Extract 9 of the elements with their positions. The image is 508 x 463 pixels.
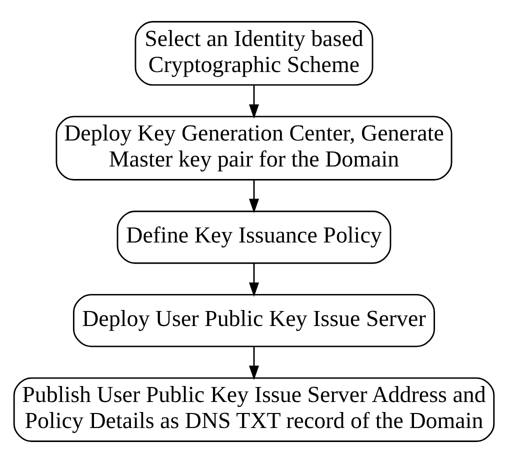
node-box: Deploy Key Generation Center, Generate Master key pair for the Domain: [56, 116, 452, 180]
arrow: [248, 180, 260, 214]
arrow: [248, 263, 260, 297]
arrow: [248, 346, 260, 380]
node-box: Define Key Issuance Policy: [116, 210, 392, 264]
node-box: Publish User Public Key Issue Server Address and Policy Details as DNS TXT record of the Domain: [13, 377, 495, 442]
arrow: [248, 85, 260, 119]
node-box: Deploy User Public Key Issue Server: [72, 294, 436, 348]
node-box: Select an Identity based Cryptographic Scheme: [134, 21, 374, 86]
